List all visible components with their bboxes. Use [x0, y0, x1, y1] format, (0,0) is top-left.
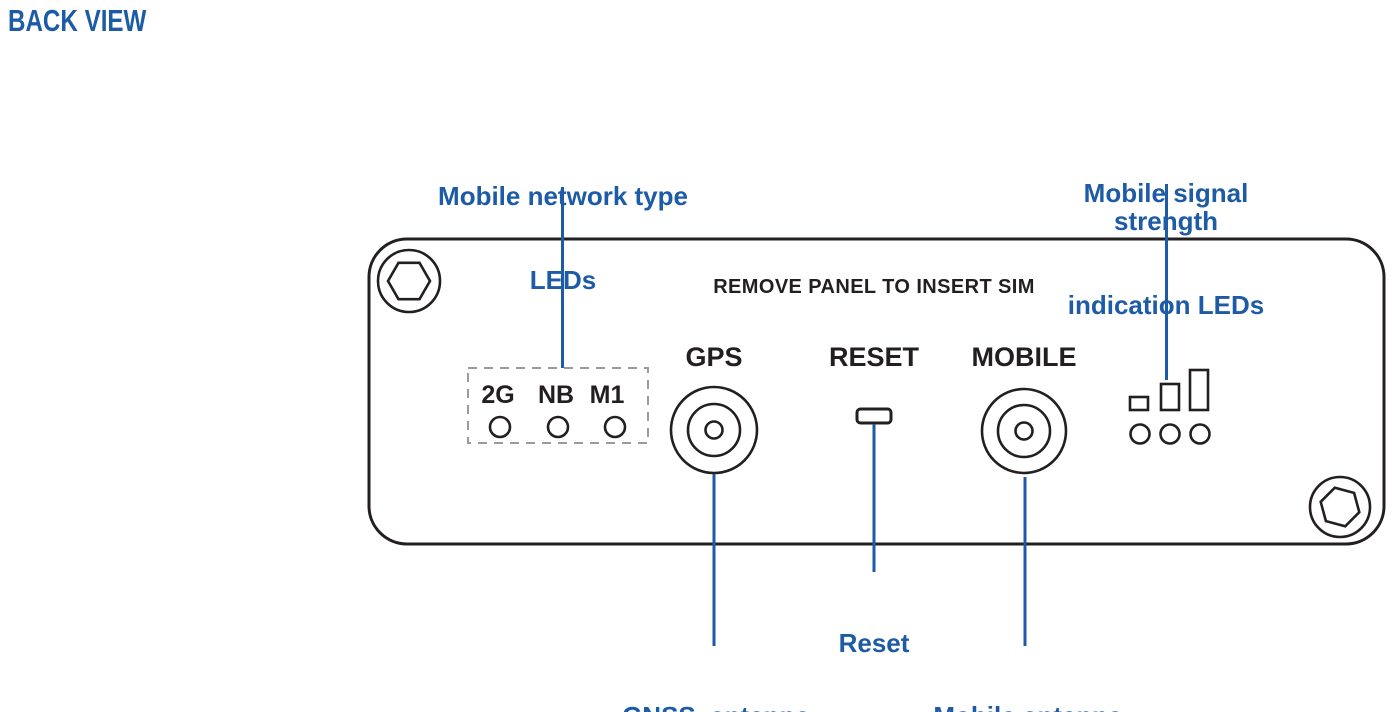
callout-line: Mobile antenna: [933, 702, 1122, 712]
callout-network-type-leds: Mobile network type LEDs: [438, 126, 688, 350]
reset-button-hole-icon: [855, 407, 893, 425]
callout-line: LEDs: [529, 265, 597, 295]
device-panel-outline: [367, 237, 1386, 546]
callout-line: Mobile network type: [438, 181, 688, 211]
network-leds-dashed-box: [467, 367, 649, 444]
hex-screw-top-left-icon: [376, 248, 442, 314]
gnss-antenna-connector-icon: [669, 385, 759, 475]
page-title: BACK VIEW: [8, 3, 147, 38]
mobile-antenna-connector-icon: [980, 387, 1068, 475]
reset-port-label: RESET: [828, 342, 920, 372]
signal-strength-bars-icon: [1128, 368, 1210, 412]
led-label-nb: NB: [537, 381, 575, 409]
led-m1-icon: [603, 415, 627, 439]
led-label-2g: 2G: [481, 381, 515, 409]
hex-screw-bottom-right-icon: [1308, 475, 1372, 539]
led-label-m1: M1: [589, 381, 625, 409]
callout-line: Reset: [838, 628, 910, 658]
led-2g-icon: [488, 415, 512, 439]
callout-line: Mobile signal strength: [1083, 178, 1256, 236]
callout-line: indication LEDs: [1067, 290, 1265, 320]
sim-notice-text: REMOVE PANEL TO INSERT SIM: [713, 276, 1035, 298]
led-nb-icon: [546, 415, 570, 439]
callout-gnss-antenna-connector: GNSS antenna connector: [622, 646, 810, 712]
callout-line: GNSS antenna: [622, 702, 810, 712]
callout-mobile-antenna-connector: Mobile antenna connector: [933, 646, 1122, 712]
callout-leader-lines: [561, 184, 1168, 646]
callout-reset-button: Reset button: [834, 573, 915, 712]
gps-port-label: GPS: [685, 342, 743, 372]
callout-signal-strength-leds: Mobile signal strength indication LEDs: [1049, 123, 1283, 375]
network-led-indicators: [488, 415, 627, 439]
signal-strength-leds: [1129, 423, 1211, 445]
mobile-port-label: MOBILE: [971, 342, 1077, 372]
